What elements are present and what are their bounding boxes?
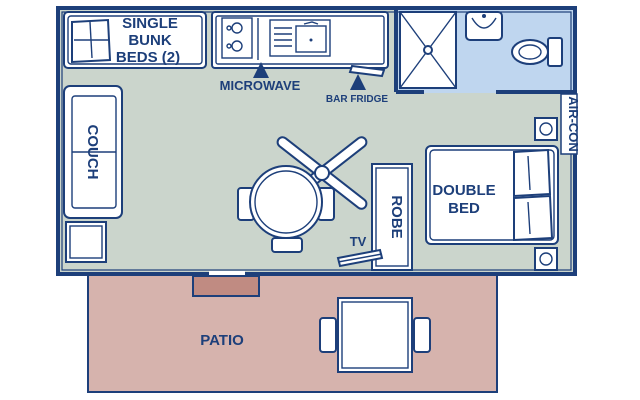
patio-chair-right — [413, 317, 431, 353]
sink-icon — [465, 11, 503, 41]
bunk-beds-label-3: BEDS (2) — [116, 49, 180, 66]
kitchen-bench — [211, 11, 389, 69]
couch: COUCH — [63, 85, 123, 219]
tv: TV — [336, 234, 384, 268]
side-table — [65, 221, 107, 263]
bar-fridge: BAR FRIDGE — [326, 64, 389, 105]
patio-label: PATIO — [200, 332, 244, 349]
patio-chair-left — [319, 317, 337, 353]
patio-floor — [87, 273, 498, 393]
patio-door — [192, 271, 260, 297]
air-con-label: AIR-CON — [566, 96, 581, 152]
bar-fridge-label: BAR FRIDGE — [326, 94, 389, 105]
patio-area — [87, 273, 498, 393]
double-bed: DOUBLE BED — [425, 145, 559, 245]
cooktop-icon — [221, 17, 253, 59]
pillow-top — [513, 148, 552, 198]
pillow-bottom — [513, 194, 554, 242]
microwave-callout: MICROWAVE — [220, 62, 301, 93]
shower-icon — [399, 11, 457, 89]
bedside-table-top — [534, 117, 558, 141]
dining-table — [237, 165, 335, 253]
bedside-table-bottom — [534, 247, 558, 271]
kitchen-sink-icon — [269, 19, 331, 57]
microwave-label: MICROWAVE — [220, 78, 301, 93]
patio-table — [319, 297, 431, 373]
robe-label: ROBE — [388, 195, 405, 238]
bunk-beds-label-1: SINGLE — [122, 15, 178, 32]
couch-label: COUCH — [84, 125, 101, 180]
toilet-icon — [511, 37, 563, 67]
bunk-beds-label-2: BUNK — [128, 32, 171, 49]
air-con: AIR-CON — [560, 93, 581, 155]
bunk-beds: SINGLE BUNK BEDS (2) — [63, 11, 207, 69]
double-bed-label-1: DOUBLE — [432, 182, 495, 199]
door-step — [192, 275, 260, 297]
chair-bottom — [271, 237, 303, 253]
bathroom-walls — [394, 8, 575, 94]
tv-label: TV — [350, 234, 367, 249]
double-bed-label-2: BED — [448, 200, 480, 217]
